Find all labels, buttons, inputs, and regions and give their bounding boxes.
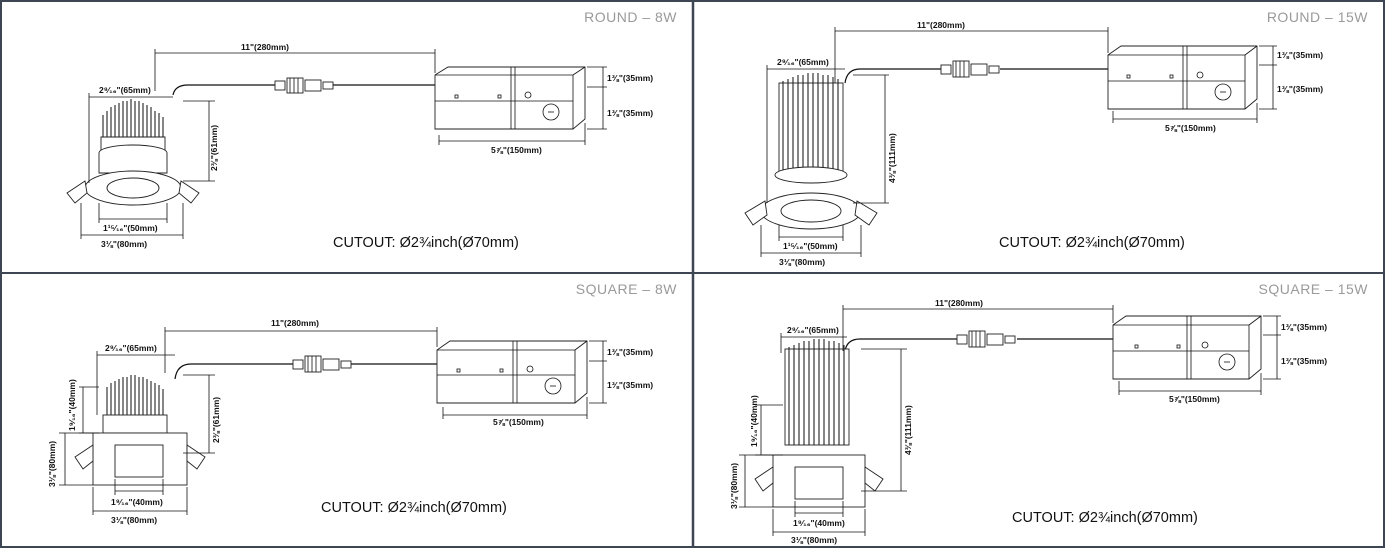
driver-box — [1107, 45, 1258, 110]
cutout-label: CUTOUT: Ø2¾inch(Ø70mm) — [321, 500, 507, 516]
panel-title: ROUND – 15W — [1266, 9, 1368, 25]
panel-round-15w: ROUND – 15W — [695, 3, 1382, 271]
panel-title: ROUND – 8W — [584, 9, 677, 25]
driver-box — [434, 66, 586, 130]
dim-box-h2: 1⅜"(35mm) — [1281, 356, 1327, 366]
dim-box-w: 5⅞"(150mm) — [1169, 394, 1220, 404]
connector-icon — [940, 60, 1000, 78]
dim-flange: 2⁹⁄₁₆"(65mm) — [777, 57, 829, 67]
dim-outer: 3⅛"(80mm) — [111, 515, 157, 525]
dim-inner: 1⁹⁄₁₆"(40mm) — [793, 518, 845, 528]
cutout-label: CUTOUT: Ø2¾inch(Ø70mm) — [1012, 510, 1198, 526]
dim-side-h1: 1⁹⁄₁₆"(40mm) — [749, 395, 759, 447]
cutout-label: CUTOUT: Ø2¾inch(Ø70mm) — [333, 235, 519, 251]
dim-flange: 2⁹⁄₁₆"(65mm) — [787, 325, 839, 335]
dim-outer: 3⅛"(80mm) — [791, 535, 837, 545]
dim-flange: 2⁹⁄₁₆"(65mm) — [99, 85, 151, 95]
dim-cable: 11"(280mm) — [241, 42, 289, 52]
dim-height: 2⅜"(61mm) — [209, 125, 219, 171]
panel-title: SQUARE – 8W — [575, 281, 677, 297]
panel-title: SQUARE – 15W — [1258, 281, 1368, 297]
cutout-label: CUTOUT: Ø2¾inch(Ø70mm) — [999, 235, 1185, 251]
dim-height: 4⅜"(111mm) — [903, 405, 913, 455]
dim-outer: 3⅛"(80mm) — [779, 257, 825, 267]
dim-box-h1: 1⅜"(35mm) — [607, 347, 653, 357]
dim-side-h2: 3⅛"(80mm) — [47, 441, 57, 487]
square-8w-drawing: 11"(280mm) 2⁹⁄₁₆"(65mm) 2⅜"(61mm) 1⁹⁄₁₆"… — [47, 318, 653, 525]
dim-box-h1: 1⅜"(35mm) — [1277, 50, 1323, 60]
dim-height: 2⅜"(61mm) — [211, 397, 221, 443]
cable-line — [174, 363, 293, 380]
dim-box-w: 5⅞"(150mm) — [493, 417, 544, 427]
driver-box — [436, 340, 588, 404]
dim-box-w: 5⅞"(150mm) — [491, 145, 542, 155]
dim-box-h2: 1⅜"(35mm) — [607, 380, 653, 390]
round-8w-drawing: 11"(280mm) 2⁹⁄₁₆"(65mm) 2⅜"(61mm) 1¹⁵⁄₁₆… — [66, 42, 653, 249]
driver-box — [1112, 315, 1262, 380]
dim-inner: 1⁹⁄₁₆"(40mm) — [111, 497, 163, 507]
panel-round-8w: ROUND – 8W — [3, 3, 691, 271]
fixture-square-8w — [74, 375, 206, 486]
dim-inner: 1¹⁵⁄₁₆"(50mm) — [783, 241, 838, 251]
dim-inner: 1¹⁵⁄₁₆"(50mm) — [103, 223, 158, 233]
cable-line — [844, 68, 941, 84]
panel-square-8w: SQUARE – 8W — [3, 275, 691, 546]
connector-icon — [956, 330, 1016, 348]
dim-outer: 3⅛"(80mm) — [101, 239, 147, 249]
fixture-square-15w — [754, 339, 884, 508]
panel-square-15w: SQUARE – 15W — [695, 275, 1382, 546]
dim-box-h2: 1⅜"(35mm) — [1277, 84, 1323, 94]
dim-cable: 11"(280mm) — [917, 20, 965, 30]
connector-icon — [292, 355, 352, 373]
round-15w-drawing: 11"(280mm) 2⁹⁄₁₆"(65mm) 4⅜"(111mm) 1¹⁵⁄₁… — [744, 20, 1323, 267]
fixture-round-8w — [66, 99, 200, 206]
dim-box-h1: 1⅜"(35mm) — [1281, 322, 1327, 332]
dim-side-h2: 3⅛"(80mm) — [729, 463, 739, 509]
dim-cable: 11"(280mm) — [935, 298, 983, 308]
cable-line — [172, 84, 275, 96]
square-15w-drawing: 11"(280mm) 2⁹⁄₁₆"(65mm) 4⅜"(111mm) 1⁹⁄₁₆… — [729, 298, 1327, 545]
dim-side-h1: 1⁹⁄₁₆"(40mm) — [67, 379, 77, 431]
dim-cable: 11"(280mm) — [271, 318, 319, 328]
dim-box-h1: 1⅜"(35mm) — [607, 73, 653, 83]
dim-height: 4⅜"(111mm) — [887, 133, 897, 183]
connector-icon — [274, 77, 334, 94]
dim-flange: 2⁹⁄₁₆"(65mm) — [105, 343, 157, 353]
dim-box-h2: 1⅜"(35mm) — [607, 108, 653, 118]
dim-box-w: 5⅞"(150mm) — [1165, 123, 1216, 133]
fixture-round-15w — [744, 73, 878, 230]
